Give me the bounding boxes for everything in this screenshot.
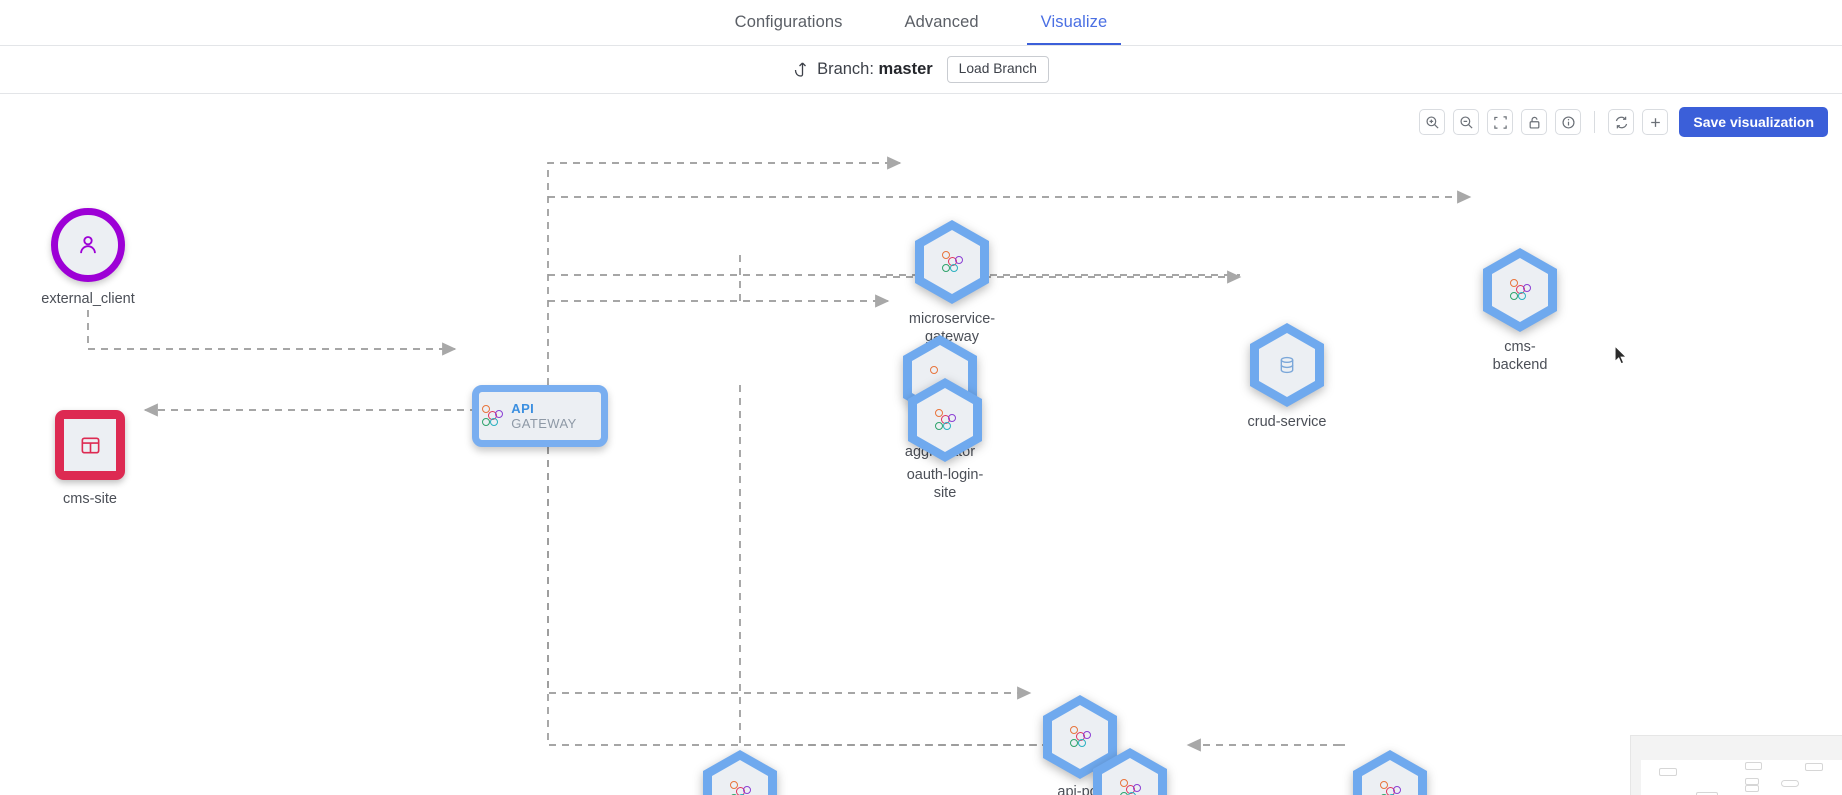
- tab-configurations[interactable]: Configurations: [734, 12, 843, 31]
- minimap-node: [1805, 763, 1823, 771]
- dots-icon: [479, 405, 504, 427]
- node-crud-service[interactable]: crud-service: [1248, 323, 1326, 430]
- node-oauth-login-site[interactable]: oauth-login- site: [907, 378, 983, 501]
- node-label: external_client: [41, 291, 135, 307]
- dots-icon: [1377, 781, 1403, 795]
- node-api-gateway[interactable]: API GATEWAY: [472, 385, 608, 447]
- person-icon: [80, 236, 96, 254]
- zoom-in-button[interactable]: [1419, 109, 1446, 135]
- branch-label: Branch: master: [817, 60, 933, 79]
- branch-prefix: Branch:: [817, 60, 874, 78]
- node-cms-site[interactable]: cms-site: [55, 410, 125, 507]
- node-label: cms-site: [63, 491, 117, 507]
- hexagon: [915, 220, 989, 304]
- tab-bar: Configurations Advanced Visualize: [0, 0, 1842, 46]
- node-external-client[interactable]: external_client: [41, 208, 135, 307]
- hexagon: [703, 750, 777, 795]
- database-icon: [1280, 356, 1294, 374]
- gateway-text-light: GATEWAY: [511, 416, 577, 431]
- branch-icon: [793, 61, 808, 78]
- dots-icon: [939, 251, 965, 273]
- site-square: [55, 410, 125, 480]
- dots-icon: [932, 409, 958, 431]
- hexagon: [1353, 750, 1427, 795]
- dots-icon: [727, 781, 753, 795]
- gateway-text: API GATEWAY: [511, 401, 601, 431]
- branch-bar: Branch: master Load Branch: [0, 46, 1842, 94]
- minimap-node: [1745, 778, 1759, 785]
- save-visualization-button[interactable]: Save visualization: [1679, 107, 1828, 137]
- toolbar-divider: [1594, 111, 1596, 133]
- node-cms-backend[interactable]: cms- backend: [1483, 248, 1557, 373]
- zoom-out-button[interactable]: [1453, 109, 1480, 135]
- node-microservice-gateway[interactable]: microservice- gateway: [909, 220, 995, 345]
- plus-icon[interactable]: [1642, 109, 1669, 135]
- minimap-node: [1696, 792, 1718, 795]
- tab-advanced[interactable]: Advanced: [904, 12, 979, 31]
- hexagon: [908, 378, 982, 462]
- fit-screen-button[interactable]: [1487, 109, 1514, 135]
- gateway-text-bold: API: [511, 401, 535, 416]
- node-label: api-por: [1057, 784, 1103, 795]
- node-label: cms- backend: [1492, 339, 1548, 374]
- branch-name: master: [878, 60, 933, 78]
- minimap-panel[interactable]: [1630, 735, 1842, 795]
- dots-icon: [1067, 726, 1093, 748]
- canvas-toolbar: Save visualization: [1419, 107, 1828, 137]
- minimap-node: [1745, 762, 1762, 770]
- gateway-box: API GATEWAY: [472, 385, 608, 447]
- node-label: crud-service: [1247, 414, 1327, 430]
- minimap-node: [1781, 780, 1799, 787]
- dots-icon: [1117, 779, 1143, 795]
- minimap-node: [1745, 785, 1759, 792]
- layout-icon: [81, 436, 99, 454]
- graph-canvas[interactable]: Save visualization: [0, 95, 1842, 795]
- refresh-icon[interactable]: [1608, 109, 1635, 135]
- info-icon[interactable]: [1555, 109, 1582, 135]
- node-v1-adapter[interactable]: v1-adapter: [703, 750, 777, 795]
- node-auth0-client[interactable]: auth0-client: [1093, 748, 1167, 795]
- tab-visualize[interactable]: Visualize: [1026, 13, 1122, 45]
- dots-icon: [927, 366, 953, 388]
- lock-icon[interactable]: [1521, 109, 1548, 135]
- actor-circle: [51, 208, 125, 282]
- minimap-viewport[interactable]: [1641, 760, 1842, 795]
- minimap-node: [1659, 768, 1677, 776]
- node-label: oauth-login- site: [906, 467, 984, 502]
- node-authorization-service[interactable]: authorization- service: [1353, 750, 1427, 795]
- load-branch-button[interactable]: Load Branch: [946, 56, 1049, 83]
- hexagon: [1093, 748, 1167, 795]
- hexagon: [1483, 248, 1557, 332]
- hexagon: [1250, 323, 1324, 407]
- dots-icon: [1507, 279, 1533, 301]
